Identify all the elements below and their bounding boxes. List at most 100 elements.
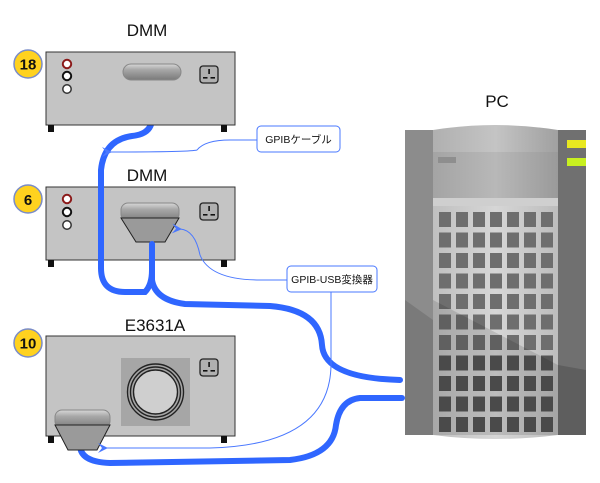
pc-vent-hole: [490, 355, 502, 371]
pc-vent-hole: [507, 294, 519, 309]
pc-vent-hole: [541, 253, 553, 268]
pc-vent-hole: [473, 253, 485, 268]
pc-vent-hole: [541, 273, 553, 289]
pc-vent-hole: [439, 294, 451, 309]
pc-vent-hole: [541, 396, 553, 412]
pc-vent-hole: [507, 335, 519, 350]
pc-vent-hole: [524, 417, 536, 432]
pc-vent-hole: [490, 253, 502, 268]
power-inlet-icon: [199, 65, 219, 84]
pc-vent-hole: [473, 232, 485, 248]
cable-pc-to-psu: [77, 395, 405, 467]
pc-vent-hole: [541, 232, 553, 248]
callout-label: GPIBケーブル: [265, 133, 331, 146]
callout-gpib-usb: GPIB-USB変換器: [98, 223, 378, 453]
pc-vent-hole: [456, 212, 468, 227]
pc-vent-hole: [439, 314, 451, 330]
pc-vent-hole: [456, 253, 468, 268]
pc-vent-hole: [439, 335, 451, 350]
pc-vent-hole: [473, 314, 485, 330]
pc[interactable]: PC: [405, 92, 586, 439]
device-dmm-6[interactable]: DMM 6: [13, 166, 236, 267]
pc-vent-hole: [524, 396, 536, 412]
pc-vent-hole: [439, 396, 451, 412]
callout-box: [256, 125, 341, 153]
pc-vent-hole: [507, 273, 519, 289]
pc-vent-hole: [541, 335, 553, 350]
pc-vent-hole: [473, 294, 485, 309]
terminal-white-icon: [62, 84, 72, 94]
terminal-red-icon: [61, 58, 73, 70]
pc-led-icon: [567, 140, 586, 148]
pc-vent-hole: [524, 273, 536, 289]
pc-vent-hole: [541, 314, 553, 330]
badge-number: 6: [24, 192, 32, 209]
pc-vent-hole: [524, 253, 536, 268]
pc-vent-hole: [490, 294, 502, 309]
pc-vent-hole: [439, 273, 451, 289]
pc-vent-hole: [541, 294, 553, 309]
pc-vent-hole: [541, 376, 553, 391]
terminal-black-icon: [61, 70, 73, 82]
pc-vent-hole: [490, 335, 502, 350]
pc-vent-hole: [456, 314, 468, 330]
pc-vent-hole: [490, 273, 502, 289]
pc-vent-hole: [524, 355, 536, 371]
pc-vent-hole: [439, 253, 451, 268]
device-title: DMM: [127, 21, 168, 40]
terminal-white-icon: [62, 220, 72, 230]
callout-arrow: [171, 223, 287, 281]
pc-vent-hole: [490, 232, 502, 248]
pc-vent-hole: [439, 355, 451, 371]
pc-vent-hole: [524, 376, 536, 391]
fan-icon: [121, 358, 190, 426]
gpib-cables-front: [98, 179, 155, 288]
pc-vent-hole: [490, 417, 502, 432]
pc-vent-hole: [456, 376, 468, 391]
gpib-plug-icon: [122, 63, 182, 81]
device-body: [45, 51, 236, 126]
pc-right-shadow: [558, 365, 586, 435]
pc-vent-hole: [490, 212, 502, 227]
pc-title: PC: [485, 92, 509, 111]
device-foot: [48, 260, 54, 267]
pc-vent-holes: [439, 212, 553, 432]
pc-vent-hole: [524, 335, 536, 350]
device-dmm-18[interactable]: DMM 18: [13, 21, 236, 132]
pc-vent-hole: [541, 417, 553, 432]
badge-number: 10: [20, 336, 37, 353]
callout-gpib-cable: GPIBケーブル: [101, 125, 341, 158]
callout-arrow: [98, 292, 332, 453]
pc-vent-hole: [456, 355, 468, 371]
pc-left-shadow: [405, 300, 433, 435]
pc-grill-shadow: [433, 300, 558, 435]
device-foot: [221, 125, 227, 132]
pc-vent-hole: [456, 232, 468, 248]
pc-vent-hole: [507, 232, 519, 248]
pc-vent-hole: [456, 335, 468, 350]
device-e3631a[interactable]: E3631A 10: [13, 316, 236, 451]
pc-vent-hole: [507, 396, 519, 412]
pc-vent-hole: [490, 396, 502, 412]
badge: 6: [13, 184, 43, 214]
pc-vent-hole: [524, 314, 536, 330]
pc-vent-hole: [507, 212, 519, 227]
pc-vent-hole: [439, 232, 451, 248]
pc-vent-hole: [507, 376, 519, 391]
pc-vent-hole: [473, 355, 485, 371]
pc-vent-hole: [507, 417, 519, 432]
pc-vent-hole: [473, 396, 485, 412]
pc-led-icon: [567, 158, 586, 166]
pc-drive-slot: [438, 157, 456, 163]
badge: 10: [13, 328, 43, 358]
pc-divider: [433, 198, 558, 206]
pc-vent-hole: [439, 376, 451, 391]
terminal-black-icon: [61, 206, 73, 218]
pc-vent-hole: [439, 212, 451, 227]
pc-vent-hole: [473, 212, 485, 227]
pc-vent-hole: [473, 417, 485, 432]
pc-vent-hole: [473, 335, 485, 350]
pc-vent-hole: [524, 294, 536, 309]
pc-vent-hole: [473, 376, 485, 391]
